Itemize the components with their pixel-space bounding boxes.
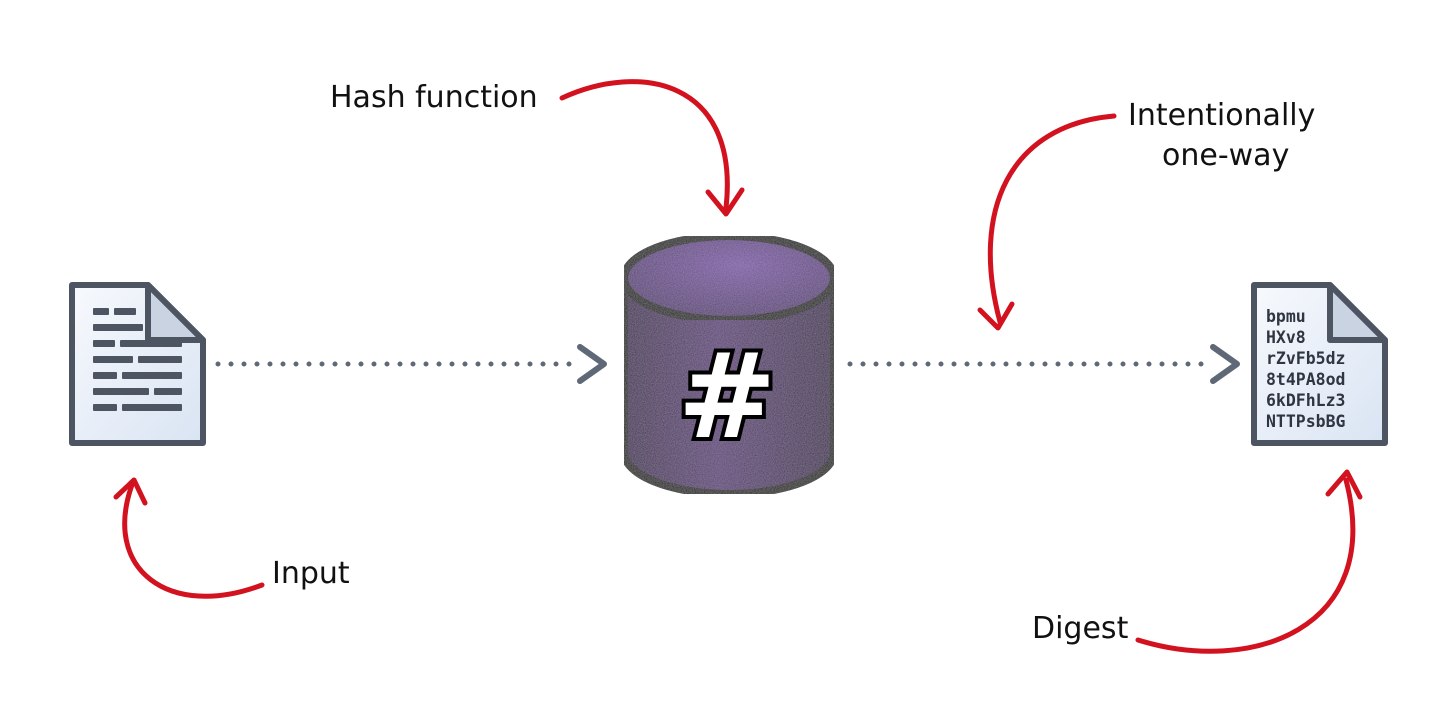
digest-line: rZvFb5dz — [1266, 349, 1345, 368]
input-annotation: Input — [113, 477, 350, 599]
one-way-arrowhead — [977, 301, 1015, 331]
hash-symbol: # — [678, 327, 777, 465]
hash-function-annotation: Hash function — [330, 79, 745, 217]
digest-line: 8t4PA8od — [1266, 370, 1345, 389]
digest-line: 6kDFhLz3 — [1266, 391, 1345, 410]
input-label: Input — [272, 556, 350, 591]
input-arrowhead — [113, 477, 148, 506]
hash-function-arrow — [559, 79, 730, 211]
hash-cylinder-icon: # — [620, 232, 838, 498]
digest-line: NTTPsbBG — [1266, 412, 1346, 431]
one-way-label-line2: one-way — [1162, 138, 1289, 173]
digest-document-icon: bpmu HXv8 rZvFb5dz 8t4PA8od 6kDFhLz3 NTT… — [1251, 282, 1388, 446]
flow-arrow-hash-to-digest — [847, 344, 1240, 384]
digest-line: HXv8 — [1266, 328, 1306, 347]
digest-annotation: Digest — [1032, 469, 1363, 654]
flow-arrow-input-to-hash — [215, 344, 607, 384]
one-way-arrow — [987, 113, 1117, 325]
input-document-icon — [69, 282, 206, 446]
digest-arrowhead — [1325, 469, 1363, 500]
digest-arrow — [1135, 477, 1356, 654]
one-way-annotation: Intentionally one-way — [977, 98, 1315, 331]
input-arrow — [122, 479, 265, 599]
one-way-label-line1: Intentionally — [1128, 98, 1315, 133]
hash-function-label: Hash function — [330, 80, 538, 115]
digest-line: bpmu — [1266, 307, 1306, 326]
digest-label: Digest — [1032, 611, 1129, 646]
hash-function-arrowhead — [705, 187, 745, 217]
